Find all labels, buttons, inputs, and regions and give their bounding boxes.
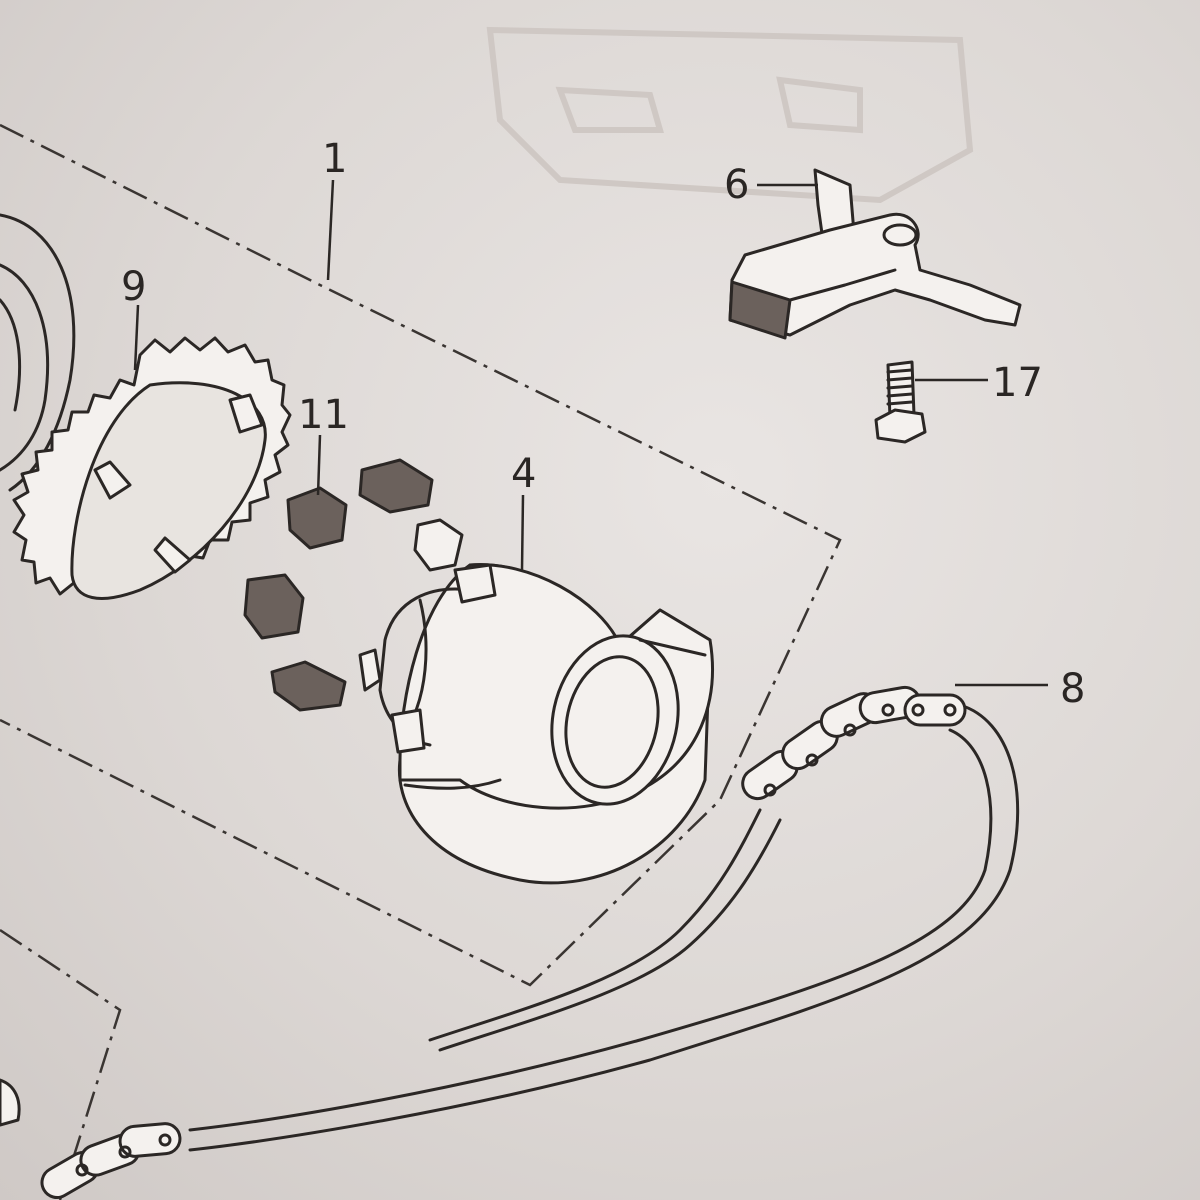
chain-links-upper — [741, 685, 967, 801]
leader-lines — [133, 179, 1048, 687]
callout-1: 1 — [322, 136, 347, 182]
chain-links-lower — [40, 1122, 182, 1199]
callout-11: 11 — [298, 392, 349, 438]
assembly-boundary — [0, 123, 842, 1200]
callout-17: 17 — [992, 360, 1043, 406]
callout-6: 6 — [724, 162, 749, 208]
bleed-through-shadow — [486, 26, 974, 204]
callout-8: 8 — [1060, 666, 1085, 712]
tensioner-arm — [728, 168, 1022, 340]
callout-9: 9 — [121, 264, 146, 310]
sprocket-ring — [0, 213, 292, 600]
callout-labels: 1 4 6 8 9 11 17 — [121, 136, 1085, 712]
bolt — [874, 360, 927, 444]
drive-chain — [0, 685, 1020, 1199]
clutch-hub — [378, 563, 714, 885]
callout-4: 4 — [511, 451, 536, 497]
cam-shoes — [243, 458, 464, 712]
partial-part-lower-left — [0, 1078, 21, 1127]
